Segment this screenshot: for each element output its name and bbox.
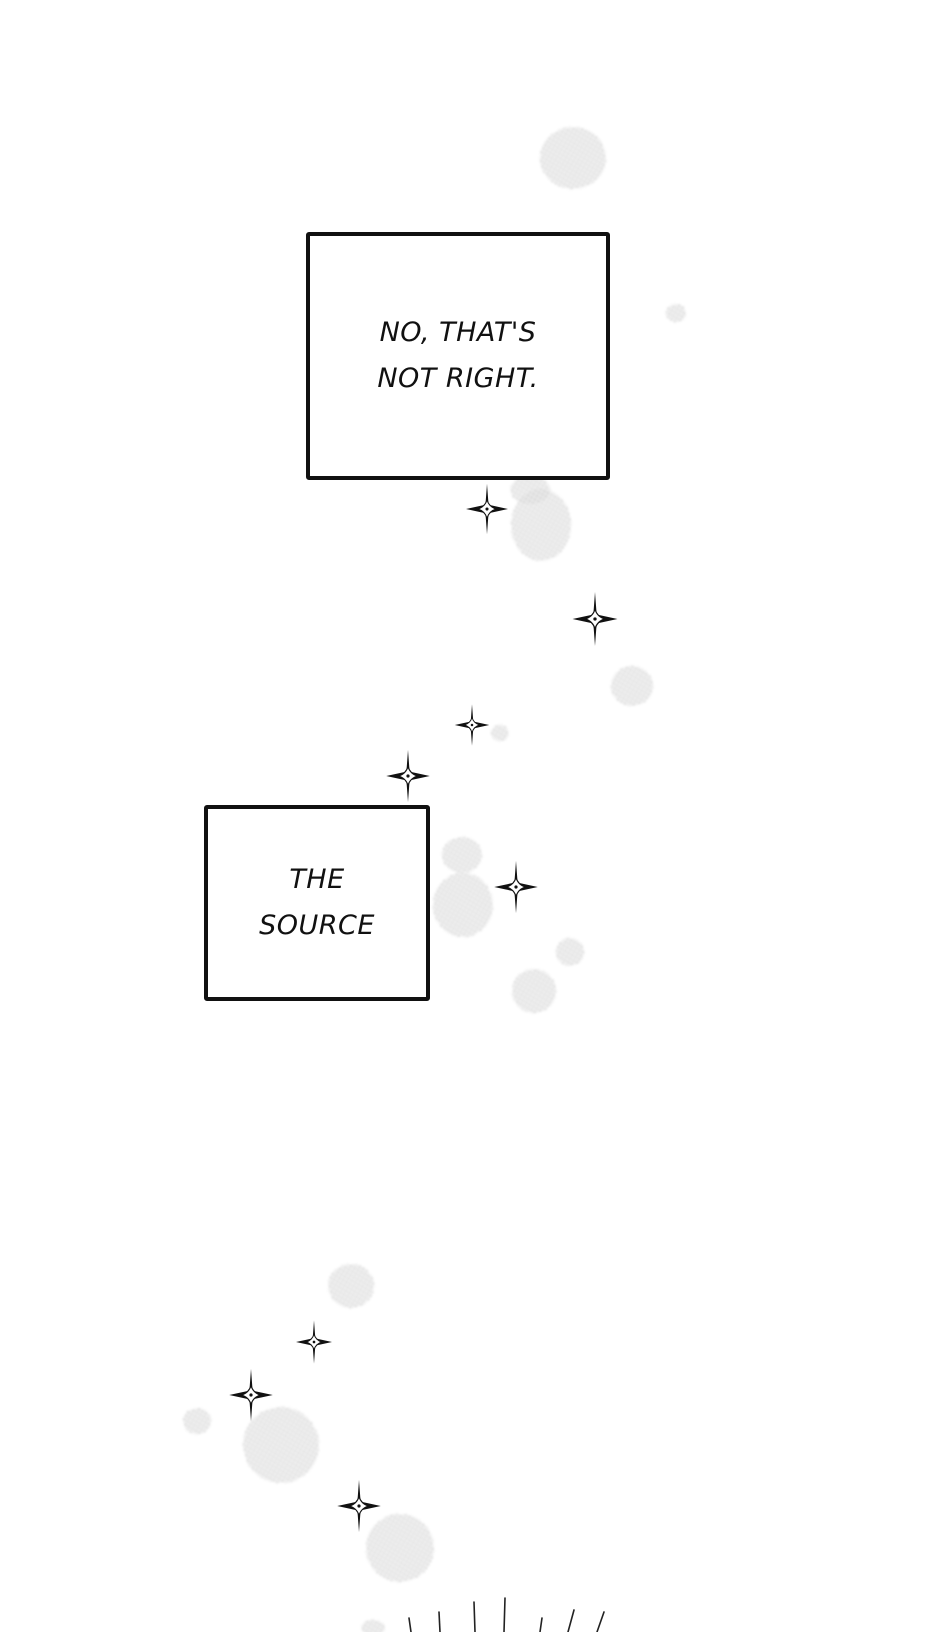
sparkle-group (228, 483, 619, 1533)
screentone-blob (183, 1408, 211, 1434)
impact-lines (408, 1597, 605, 1632)
screentone-blob (666, 304, 686, 322)
screentone-blob (540, 127, 606, 189)
caption-text-line: NO, THAT'S (379, 317, 537, 348)
screentone-blob (328, 1264, 374, 1308)
sparkle-icon (571, 591, 619, 647)
sparkle-icon (454, 703, 490, 747)
screentone-blob (442, 837, 482, 873)
sparkle-icon (465, 483, 509, 535)
caption-text-line: SOURCE (259, 910, 375, 941)
screentone-blob (512, 969, 556, 1013)
sparkle-icon (493, 860, 539, 914)
caption-text-line: NOT RIGHT. (377, 363, 539, 394)
sparkle-icon (336, 1479, 382, 1533)
screentone-blob (361, 1620, 385, 1632)
screentone-blob (556, 938, 584, 966)
sparkle-icon (385, 749, 431, 803)
narration-box-no-thats-not-right: NO, THAT'S NOT RIGHT. (306, 232, 610, 480)
screentone-blob (511, 489, 571, 561)
screentone-blob (510, 476, 550, 504)
screentone-blob (366, 1514, 434, 1582)
caption-text-line: THE (289, 864, 345, 895)
sparkle-icon (228, 1368, 274, 1422)
screentone-blob (433, 873, 493, 937)
screentone-blob (611, 666, 653, 706)
sparkle-icon (295, 1319, 333, 1365)
screentone-blob (243, 1407, 319, 1483)
screentone-blob (491, 725, 509, 741)
narration-box-the-source: THE SOURCE (204, 805, 430, 1001)
